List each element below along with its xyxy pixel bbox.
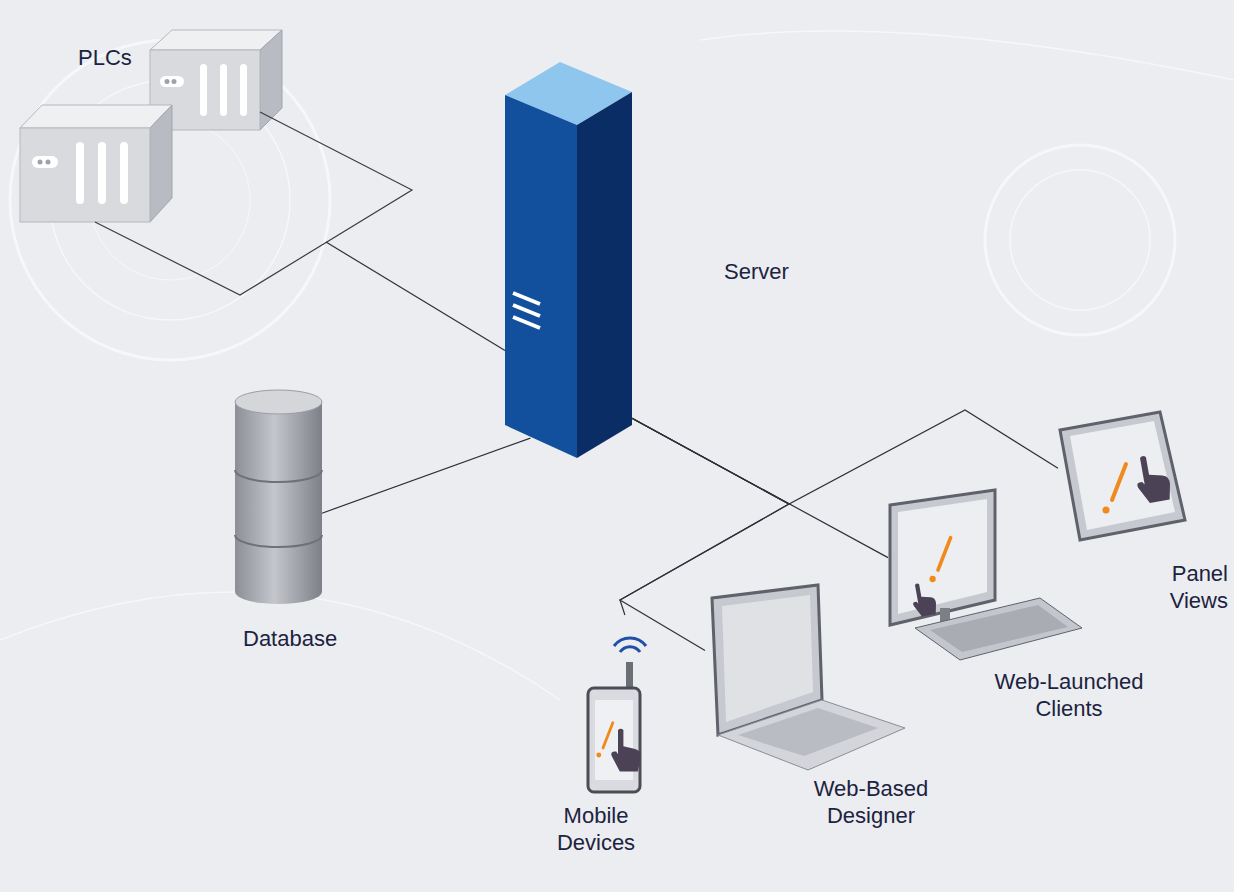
panel-view: [1060, 412, 1185, 540]
network-link: [322, 438, 530, 513]
network-link: [620, 418, 789, 650]
device-node: Web-Launched Clients: [888, 488, 1082, 662]
device-label: Server: [724, 258, 814, 285]
plc-units: [20, 30, 412, 295]
device-node: PLCs: [10, 25, 326, 242]
desktop-monitor: [890, 490, 1082, 660]
device-label: PLCs: [78, 44, 158, 71]
database-cylinder: [235, 390, 322, 604]
device-node: Web-Based Designer: [705, 582, 908, 772]
laptop: [712, 585, 905, 770]
network-link: [326, 242, 505, 351]
mobile-device: [588, 638, 646, 792]
network-link: [632, 410, 1058, 504]
device-node: Server: [505, 60, 632, 458]
device-node: Panel Views: [1058, 412, 1188, 540]
device-label: Web-Based Designer: [800, 775, 942, 829]
device-node: Mobile Devices: [585, 615, 642, 795]
server-tower: [505, 62, 632, 458]
device-label: Database: [243, 625, 353, 652]
device-label: Web-Launched Clients: [978, 668, 1160, 722]
background-rings: [0, 31, 1234, 700]
device-label: Panel Views: [1162, 560, 1228, 614]
device-node: Database: [235, 380, 322, 602]
device-label: Mobile Devices: [548, 802, 644, 856]
